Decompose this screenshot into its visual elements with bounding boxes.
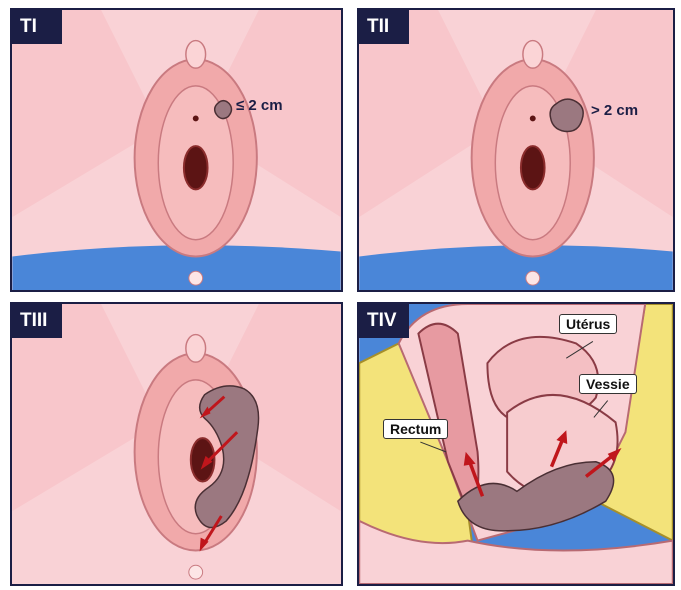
tumor-size-label: ≤ 2 cm [236,97,283,114]
uterus-label: Utérus [559,314,617,334]
tumor [215,101,232,119]
vulva-illustration [12,304,341,584]
stage-label: TIII [12,304,62,338]
panel-stage-ti: TI ≤ 2 cm [10,8,343,292]
vulva-illustration [12,10,341,290]
clitoris [186,41,206,69]
panel-stage-tiv: TIV Utérus Vessie Rectum [357,302,675,586]
panel-stage-tiii: TIII [10,302,343,586]
stage-label: TI [12,10,62,44]
vaginal-opening [184,146,208,189]
panel-stage-tii: TII > 2 cm [357,8,675,292]
stage-label: TII [359,10,409,44]
tumor [550,99,583,131]
tumor-size-label: > 2 cm [591,102,638,119]
vulva-illustration [359,10,673,290]
clitoris [186,335,206,363]
vaginal-opening [521,146,545,189]
rectum-label: Rectum [383,419,448,439]
pelvis-sagittal-illustration [359,304,673,584]
bladder-label: Vessie [579,374,637,394]
clitoris [523,41,543,69]
stage-label: TIV [359,304,409,338]
